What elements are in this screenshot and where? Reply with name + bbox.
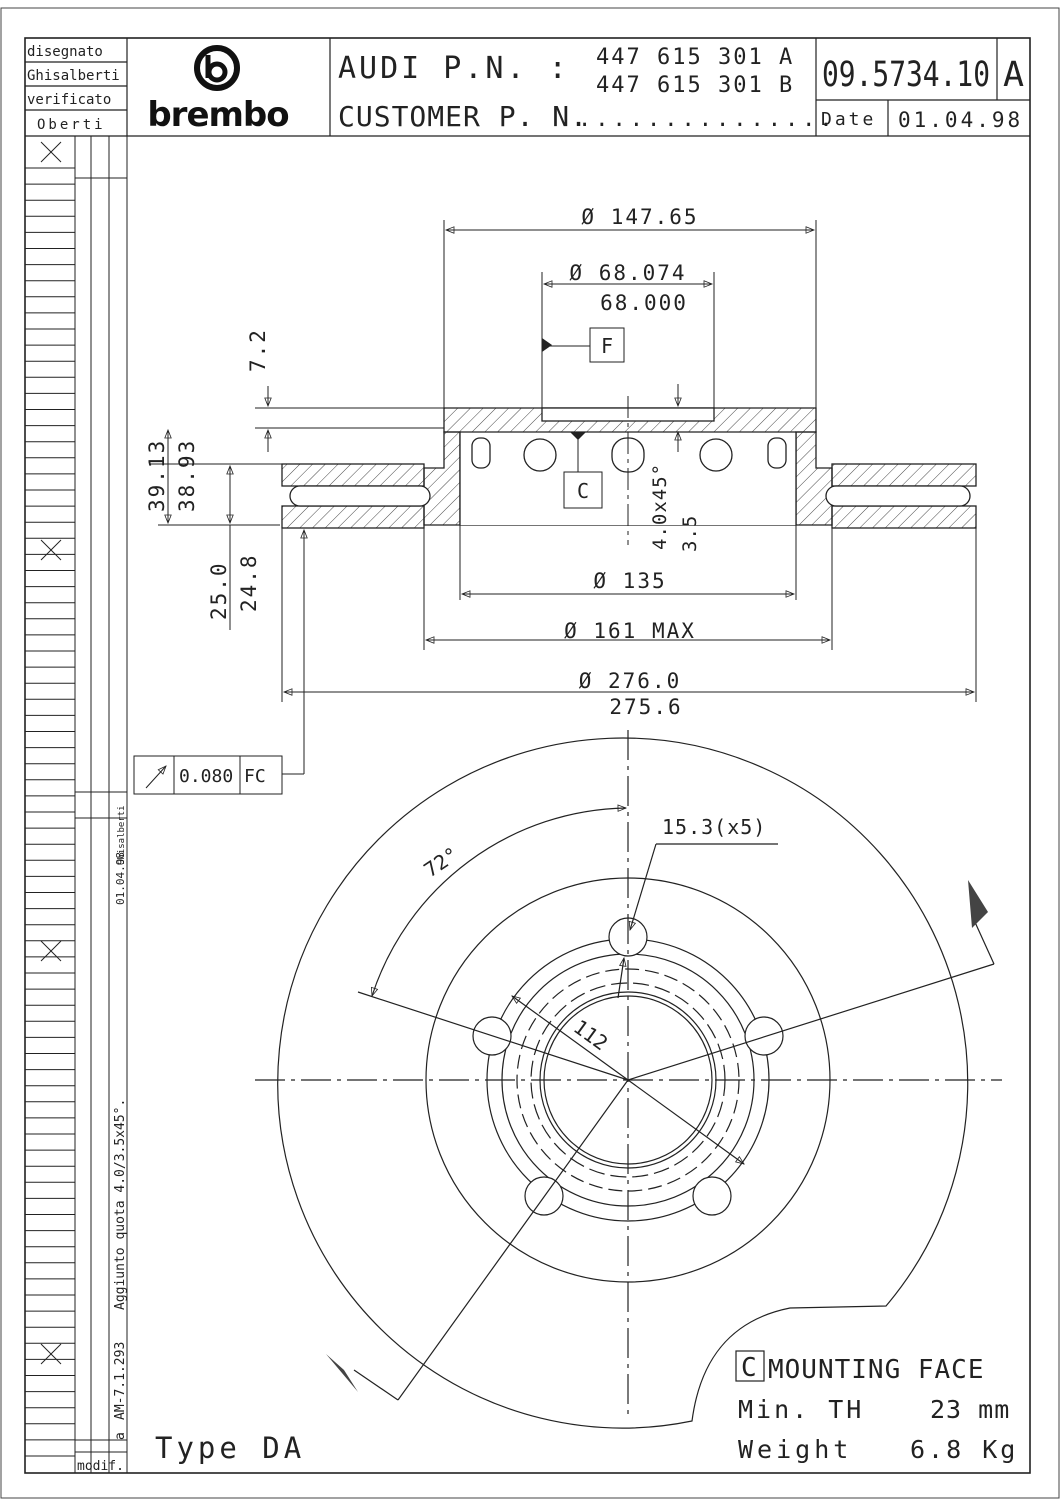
dim-d68-min: 68.000 [600, 291, 688, 315]
dim-h38-93: 38.93 [175, 439, 199, 512]
checked-label: verificato [27, 92, 111, 108]
type-label: Type DA [155, 1431, 305, 1465]
dim-d275: 275.6 [609, 695, 682, 719]
audi-pn-a: 447 615 301 A [596, 45, 794, 70]
dim-th25-0: 25.0 [207, 561, 231, 620]
dim-d276: Ø 276.0 [579, 669, 682, 693]
section-dimensions [133, 220, 977, 795]
rev-author: Ghisalberti [117, 805, 127, 865]
checked-by: Oberti [37, 117, 106, 133]
customer-pn-value: ............... [578, 107, 837, 132]
dim-d68-max: Ø 68.074 [569, 261, 686, 285]
audi-pn-b: 447 615 301 B [596, 73, 794, 98]
drawn-by: Ghisalberti [27, 68, 120, 84]
audi-pn-label: AUDI P.N. : [338, 51, 570, 86]
runout-value: 0.080 [179, 766, 233, 787]
dim-chamfer-b: 3.5 [679, 515, 701, 552]
date-label: Date [821, 109, 876, 130]
rev-code: AM-7.1.293 [113, 1342, 128, 1420]
weight-label: Weight [738, 1435, 852, 1464]
dim-d147: Ø 147.65 [581, 205, 698, 229]
modif-label: modif. [77, 1459, 124, 1474]
drawn-label: disegnato [27, 44, 103, 60]
sheet-edge [0, 7, 1060, 1499]
rotation-arrow-top-icon [968, 880, 988, 928]
x-marks [40, 141, 62, 1365]
dim-d135: Ø 135 [593, 569, 666, 593]
dim-chamfer: 4.0x45° [649, 463, 671, 550]
c-marker: C [741, 1353, 757, 1383]
revision-column [25, 136, 128, 1473]
revision-letter: A [1003, 55, 1024, 95]
runout-ref: FC [244, 766, 266, 787]
customer-pn-label: CUSTOMER P. N. [338, 100, 588, 133]
brembo-logo-icon: brembo [147, 45, 290, 135]
weight-value: 6.8 Kg [910, 1435, 1018, 1464]
mounting-face-note: MOUNTING FACE [768, 1355, 985, 1385]
dim-h39-13: 39.13 [145, 439, 169, 512]
rev-date: 01.04.98 [114, 852, 127, 905]
disc-section [281, 396, 977, 545]
datum-c-label: C [577, 479, 589, 503]
drawing-frame [24, 37, 1031, 1474]
dim-th24-8: 24.8 [237, 553, 261, 612]
min-th-value: 23 mm [930, 1395, 1010, 1424]
hole-diameter: 15.3(x5) [662, 815, 766, 839]
disc-front-view [255, 730, 1002, 1429]
rev-letter: a [113, 1432, 128, 1440]
dim-d161: Ø 161 MAX [564, 619, 696, 643]
date-value: 01.04.98 [898, 108, 1023, 132]
datum-c-triangle [570, 432, 586, 440]
datum-f-label: F [601, 334, 613, 358]
rev-text: Aggiunto quota 4.0/3.5x45°. [113, 1099, 128, 1310]
min-th-label: Min. TH [738, 1395, 864, 1424]
c-marker-box [735, 1350, 765, 1382]
title-block [25, 38, 1030, 137]
rotation-arrow-bottom-icon [326, 1354, 358, 1392]
datum-f-triangle [542, 338, 552, 352]
brand-name: brembo [147, 95, 288, 135]
part-number: 09.5734.10 [822, 55, 990, 95]
dim-h7-2: 7.2 [246, 328, 270, 372]
